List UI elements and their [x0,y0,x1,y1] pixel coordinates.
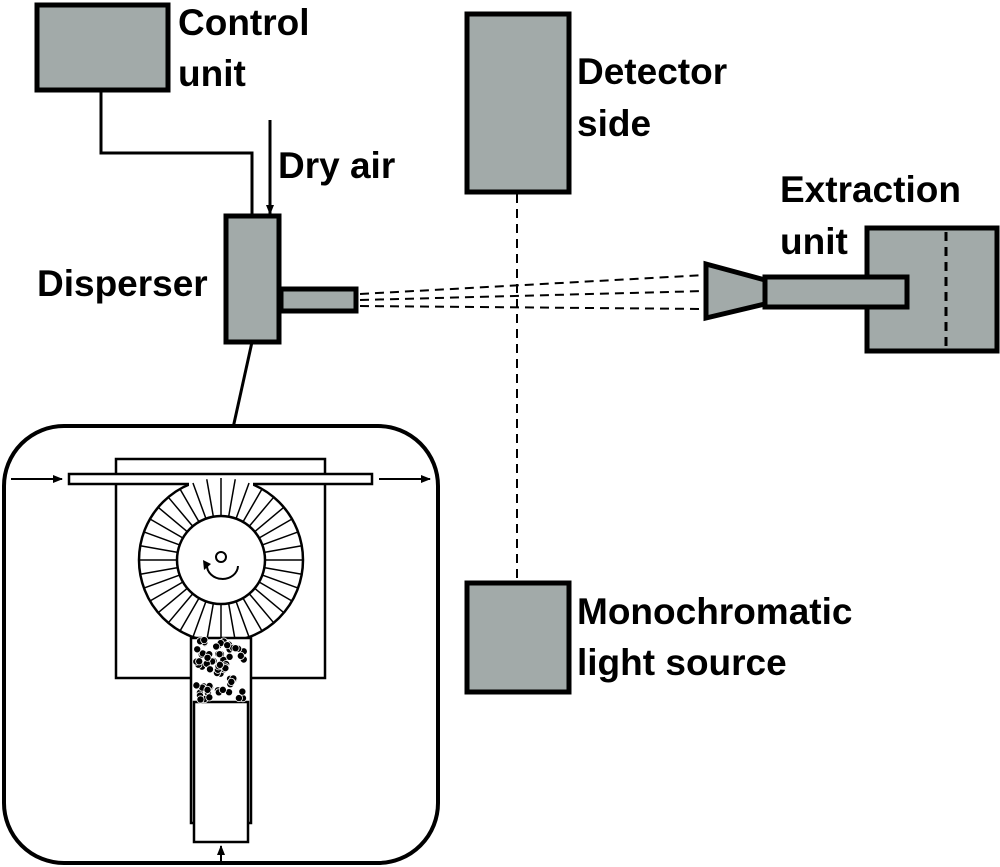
detail-connector [231,341,254,429]
brush-bristle [149,581,184,602]
rotation-arrow-icon [205,564,239,580]
brush-bristle [167,496,194,527]
dry-air-label: Dry air [278,145,395,186]
light-source-label-line1: Monochromatic [577,591,852,632]
brush-bristle [235,601,250,638]
powder-particle [227,677,236,686]
control-unit-label-line2: unit [178,53,246,94]
powder-particle [203,685,212,694]
light-source-box [464,580,572,695]
disperser-nozzle [278,286,359,314]
control-cable [99,92,254,216]
particle-stream-line [359,305,707,310]
powder-particle [231,644,240,653]
disperser-box [223,213,282,345]
powder-particle [200,636,209,645]
brush-bristle [192,482,207,519]
extraction-unit-label-line2: unit [780,221,848,262]
detector-box [464,11,572,195]
powder-particle [215,650,224,659]
brush-bristle [140,566,178,575]
brush-bristle [235,482,250,519]
disperser-label: Disperser [37,263,208,304]
extraction-unit-label-line1: Extraction [780,169,961,210]
brush-bristle [143,574,180,589]
powder-particle [203,653,212,662]
powder-particle [234,694,243,703]
particle-stream-line [359,274,707,295]
brush-bristle [258,581,293,602]
brush-bristle [149,518,184,539]
brush-bristle [179,488,200,523]
brush-bristle [242,597,263,632]
powder-particle [212,642,221,651]
brush-bristle [254,506,285,533]
brush-bristle [206,603,215,641]
powder-particle [196,695,205,704]
particle-stream-line [359,290,707,301]
brush-bristle [262,531,299,546]
brush-bristle [264,566,302,575]
brush-bristle [179,597,200,632]
brush-bristle [242,488,263,523]
powder-particle [195,657,204,666]
powder-particle [223,641,232,650]
powder-particle [205,665,214,674]
brush-bristle [248,593,275,624]
brush-wheel [137,476,305,644]
brush-bristle [254,587,285,614]
powder-particles [192,636,248,704]
brush-bristle [157,506,188,533]
brush-bristle [192,601,207,638]
light-source-label-line2: light source [577,642,787,683]
brush-bristle [227,603,236,641]
brush-bristle [258,518,293,539]
powder-particle [205,693,214,702]
brush-bristle [248,496,275,527]
powder-particle [236,651,245,660]
control-unit-box [34,2,171,93]
brush-bristle [157,587,188,614]
powder-particle [192,681,201,690]
brush-bristle [206,479,215,517]
brush-bristle [262,574,299,589]
sample-piston [192,700,250,844]
detector-label-line2: side [577,103,651,144]
extraction-funnel [703,260,768,322]
brush-bristle [264,545,302,554]
control-unit-label-line1: Control [178,2,310,43]
brush-bristle [167,593,194,624]
powder-particle [215,660,224,669]
extraction-pipe [762,274,910,310]
detector-label-line1: Detector [577,51,727,92]
powder-particle [193,645,202,654]
brush-bristle [140,545,178,554]
powder-particle [238,687,247,696]
brush-bristle [143,531,180,546]
powder-particle [218,685,227,694]
brush-bristle [227,479,236,517]
